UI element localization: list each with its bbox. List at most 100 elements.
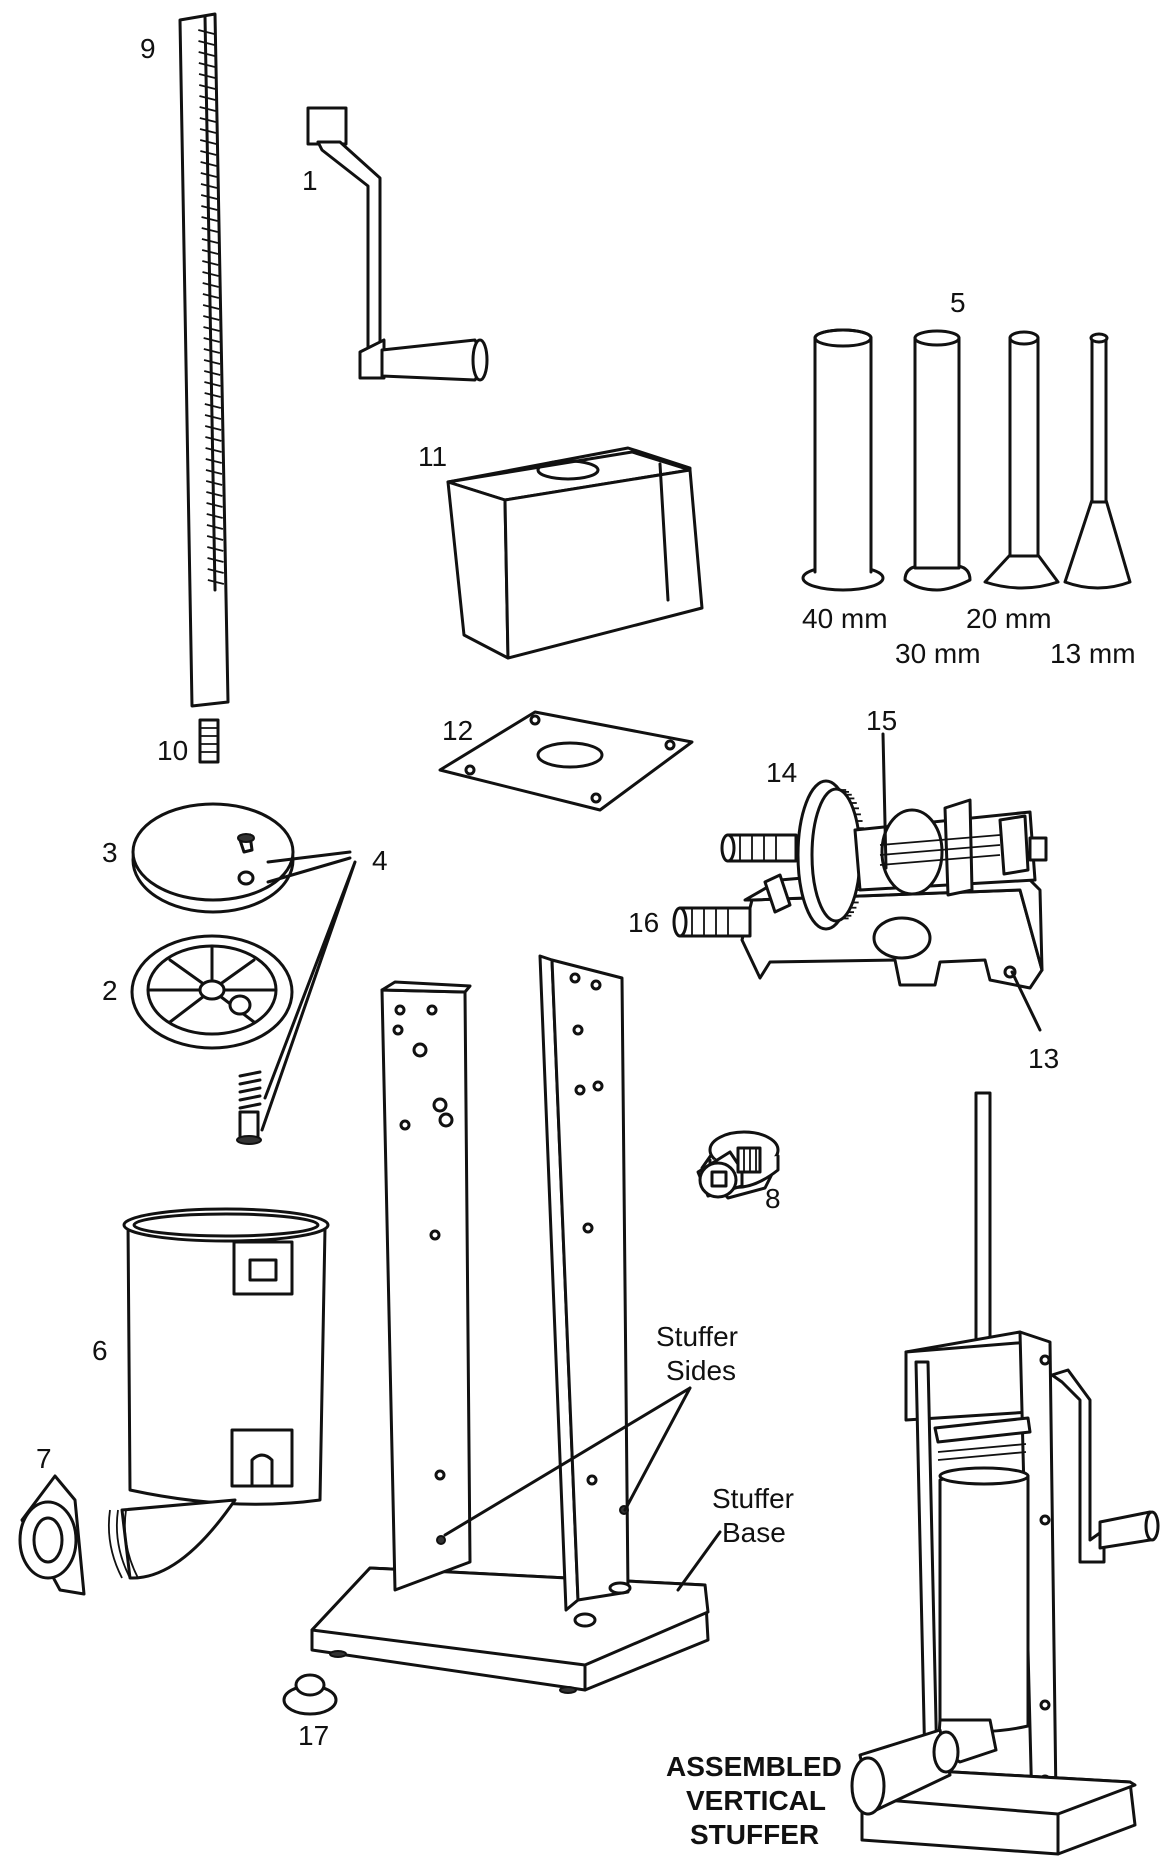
part-7-nozzle-nut	[18, 1474, 86, 1596]
rack-tooth	[205, 447, 222, 453]
leader-4	[260, 850, 357, 1132]
rack-tooth	[201, 227, 218, 233]
part-9-rack-rod	[178, 12, 230, 764]
rack-tooth	[206, 513, 223, 519]
tube-40mm	[801, 328, 885, 592]
callout-base-line2: Base	[722, 1517, 786, 1548]
tube-size-13: 13 mm	[1050, 638, 1136, 669]
label-2: 2	[102, 975, 118, 1006]
part-1-crank-handle	[306, 106, 489, 382]
part-3-piston-disk	[131, 802, 295, 914]
rack-tooth	[206, 491, 223, 497]
rack-tooth	[204, 414, 222, 420]
rack-tooth	[200, 161, 217, 167]
assembled-line3: STUFFER	[690, 1819, 819, 1850]
rack-tooth	[198, 73, 216, 79]
rack-tooth	[207, 557, 224, 563]
part-5-filling-tubes	[801, 328, 1132, 592]
leader-13	[1010, 970, 1042, 1032]
rack-tooth	[202, 304, 220, 310]
leader-stuffer-base	[676, 1530, 722, 1592]
rack-tooth	[200, 194, 218, 200]
tube-size-20: 20 mm	[966, 603, 1052, 634]
rack-tooth	[207, 579, 225, 585]
part-8-fittings	[696, 1130, 780, 1200]
label-16: 16	[628, 907, 659, 938]
rack-tooth	[203, 359, 221, 365]
rack-tooth	[207, 568, 224, 574]
leader-stuffer-sides	[443, 1386, 692, 1537]
tube-13mm	[1063, 332, 1132, 590]
rack-tooth	[201, 205, 218, 211]
label-5: 5	[950, 287, 966, 318]
part-6-cylinder	[107, 1207, 330, 1580]
rack-tooth	[201, 216, 218, 222]
rack-tooth	[206, 524, 224, 530]
part-15-pinion-assembly	[853, 798, 1048, 897]
rack-tooth	[198, 62, 216, 68]
stuffer-base	[310, 1566, 710, 1694]
part-17-foot	[282, 1673, 338, 1716]
rack-teeth	[198, 29, 225, 585]
part-10-spring-pin	[198, 718, 220, 764]
label-14: 14	[766, 757, 797, 788]
rack-tooth	[204, 381, 221, 387]
label-17: 17	[298, 1720, 329, 1751]
rack-tooth	[199, 95, 216, 101]
part-14-large-gear	[796, 779, 866, 931]
callout-base-line1: Stuffer	[712, 1483, 794, 1514]
rack-tooth	[203, 337, 220, 343]
label-3: 3	[102, 837, 118, 868]
rack-tooth	[200, 183, 218, 189]
tube-20mm	[983, 330, 1060, 590]
rack-tooth	[202, 260, 219, 266]
rack-tooth	[204, 403, 222, 409]
rack-tooth	[201, 238, 219, 244]
rack-tooth	[205, 480, 223, 486]
stuffer-side-right	[538, 954, 632, 1628]
part-16-shaft-ends	[672, 833, 798, 938]
leader-15	[881, 732, 888, 870]
rack-tooth	[203, 315, 220, 321]
rack-tooth	[200, 150, 217, 156]
rack-tooth	[200, 172, 217, 178]
rack-tooth	[199, 139, 217, 145]
rack-tooth	[199, 117, 217, 123]
label-1: 1	[302, 165, 318, 196]
tube-size-30: 30 mm	[895, 638, 981, 669]
label-13: 13	[1028, 1043, 1059, 1074]
rack-tooth	[205, 469, 223, 475]
callout-sides-line1: Stuffer	[656, 1321, 738, 1352]
assembled-stuffer	[850, 1091, 1160, 1856]
label-6: 6	[92, 1335, 108, 1366]
rack-tooth	[198, 51, 215, 57]
rack-tooth	[206, 535, 224, 541]
label-9: 9	[140, 33, 156, 64]
rack-tooth	[199, 128, 217, 134]
rack-tooth	[204, 425, 222, 431]
rack-tooth	[203, 326, 220, 332]
rack-tooth	[201, 249, 219, 255]
tube-size-40: 40 mm	[802, 603, 888, 634]
rack-tooth	[205, 458, 222, 464]
stuffer-side-left	[380, 980, 472, 1592]
rack-tooth	[205, 436, 222, 442]
label-12: 12	[442, 715, 473, 746]
part-4-spring-screws	[236, 1070, 262, 1145]
label-15: 15	[866, 705, 897, 736]
rack-tooth	[198, 29, 215, 35]
rack-tooth	[202, 271, 219, 277]
rack-tooth	[199, 106, 216, 112]
assembled-line1: ASSEMBLED	[666, 1751, 842, 1782]
rack-tooth	[199, 84, 216, 90]
rack-tooth	[202, 282, 219, 288]
rack-tooth	[204, 370, 221, 376]
rack-tooth	[203, 348, 221, 354]
label-11: 11	[418, 441, 447, 472]
label-8: 8	[765, 1183, 781, 1214]
assembled-line2: VERTICAL	[686, 1785, 826, 1816]
rack-tooth	[198, 40, 215, 46]
part-12-plate	[438, 710, 694, 812]
part-11-top-box	[446, 446, 704, 660]
label-7: 7	[36, 1443, 52, 1474]
